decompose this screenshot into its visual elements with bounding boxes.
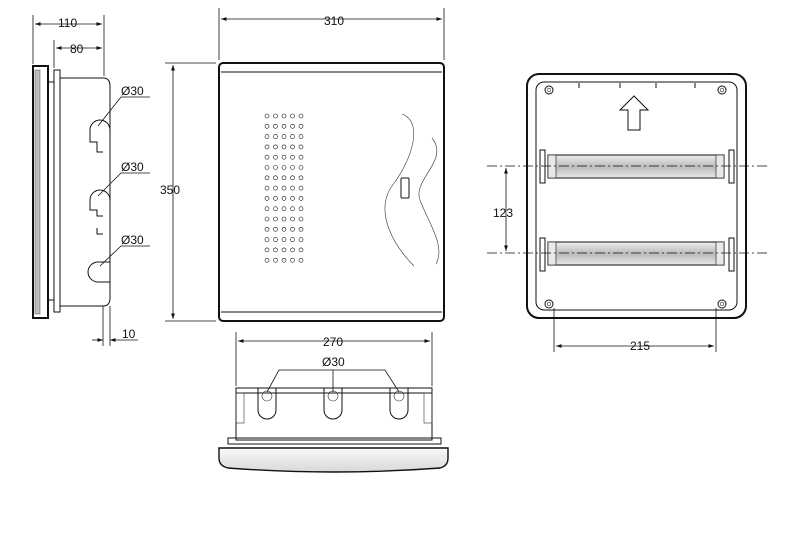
vent-hole [273,237,278,242]
door-latch [400,177,410,199]
vent-hole [273,196,278,201]
vent-hole [290,175,295,181]
vent-hole [281,144,287,150]
vent-hole [281,134,287,139]
vent-hole [273,227,278,232]
vent-hole [281,196,287,201]
bottom-hole-label: Ø30 [322,355,345,369]
vent-hole [273,247,278,253]
vent-hole [298,134,304,139]
vent-hole [298,237,304,242]
vent-hole [264,247,270,253]
vent-hole [264,144,270,150]
front-width-label: 310 [324,14,344,28]
bottom-width-label: 270 [323,335,343,349]
vent-hole [298,247,304,253]
vent-hole [273,185,278,191]
vent-hole [264,113,270,119]
vent-hole [298,113,304,119]
vent-hole [273,257,278,263]
vent-hole [273,165,278,170]
vent-hole [281,216,287,222]
vent-hole [273,113,278,119]
side-view: Ø30 Ø30 Ø30 110 80 10 [32,15,150,346]
vent-hole [298,257,304,263]
vent-hole [290,165,295,170]
vent-hole [264,175,270,181]
vent-hole [281,237,287,242]
vent-hole [264,216,270,222]
vent-hole [290,196,295,201]
vent-hole [290,206,295,211]
rear-view: 123 215 [487,73,768,353]
vent-hole [281,206,287,211]
vent-hole [281,113,287,119]
vent-hole [264,206,270,211]
vent-hole [290,257,295,263]
vent-hole [290,237,295,242]
side-hole-label-3: Ø30 [121,233,144,247]
bottom-view: 270 Ø30 [218,332,449,473]
vent-hole [290,144,295,150]
side-hole-label-1: Ø30 [121,84,144,98]
vent-hole [281,247,287,253]
vent-hole [281,124,287,129]
vent-hole [281,185,287,191]
vent-hole [264,227,270,232]
vent-hole [264,237,270,242]
side-hole-label-2: Ø30 [121,160,144,174]
vent-hole [290,185,295,191]
vent-hole [264,134,270,139]
vent-hole [273,206,278,211]
vent-hole [290,113,295,119]
vent-hole [273,124,278,129]
vent-hole [281,154,287,160]
vent-hole [290,216,295,222]
vent-hole [281,165,287,170]
vent-hole [290,227,295,232]
side-offset-label: 10 [122,327,136,341]
vent-hole [290,247,295,253]
vent-hole [298,227,304,232]
vent-hole [264,185,270,191]
vent-hole [281,175,287,181]
vent-hole [273,154,278,160]
vent-hole [298,124,304,129]
vent-hole [298,175,304,181]
vent-hole [281,257,287,263]
vent-hole [264,124,270,129]
vent-hole [298,185,304,191]
vent-hole [298,165,304,170]
vent-hole [264,257,270,263]
ventilation-holes [264,113,304,263]
vent-hole [264,154,270,160]
vent-hole [281,227,287,232]
vent-hole [273,134,278,139]
vent-hole [264,165,270,170]
vent-hole [298,206,304,211]
front-view: 310 350 [160,8,445,322]
vent-hole [290,134,295,139]
mount-spacing-label: 215 [630,339,650,353]
vent-hole [273,175,278,181]
vent-hole [264,196,270,201]
up-arrow-icon [618,95,650,131]
vent-hole [298,144,304,150]
vent-hole [298,154,304,160]
vent-hole [290,124,295,129]
rail-spacing-label: 123 [493,206,513,220]
side-depth-inner-label: 80 [70,42,84,56]
side-depth-total-label: 110 [58,16,77,30]
vent-hole [273,216,278,222]
vent-hole [290,154,295,160]
vent-hole [273,144,278,150]
vent-hole [298,216,304,222]
front-height-label: 350 [160,183,180,197]
vent-hole [298,196,304,201]
